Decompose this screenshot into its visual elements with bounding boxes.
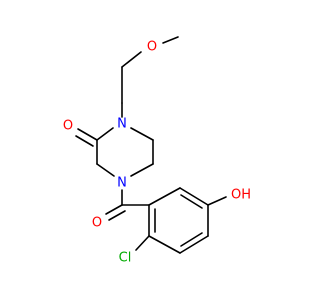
bond-ar-5-6 [148, 235, 181, 254]
molecule-diagram: O O N N O OH Cl [63, 36, 251, 266]
bond-ar-2-3-inner [180, 194, 203, 209]
atom-o-ketone: O [63, 119, 73, 134]
bond-ar-4-5-inner [180, 232, 203, 247]
bond-ar-cl [135, 235, 150, 251]
structure-svg: O O N N O OH Cl [63, 36, 251, 266]
bond-ar-oh [207, 196, 227, 206]
atom-o-amide: O [92, 216, 102, 231]
bond-ar-1-2 [148, 187, 181, 206]
atom-n4: N [117, 176, 127, 191]
atom-labels: O O N N O OH Cl [63, 40, 251, 266]
bond-carbonyl-o-b [108, 210, 126, 221]
atom-cl: Cl [119, 251, 132, 266]
bonds [75, 36, 227, 254]
bond-c6-n1 [130, 127, 154, 141]
bond-c2-o-ketone-b [75, 135, 94, 147]
bond-carbonyl-o-a [105, 204, 123, 215]
bond-ar-4-5 [179, 235, 209, 254]
bond-n1-c2 [96, 127, 114, 141]
atom-n1: N [117, 117, 127, 132]
atom-oh: OH [231, 188, 251, 203]
bond-n4-c5 [130, 163, 154, 177]
bond-c3-n4 [96, 163, 115, 177]
atom-o-methoxy: O [147, 40, 157, 55]
bond-methyl-o [162, 36, 179, 44]
bond-ar-2-3 [179, 187, 209, 206]
bond-o-ch2a [121, 51, 142, 68]
bond-c2-o-ketone-a [77, 128, 98, 141]
